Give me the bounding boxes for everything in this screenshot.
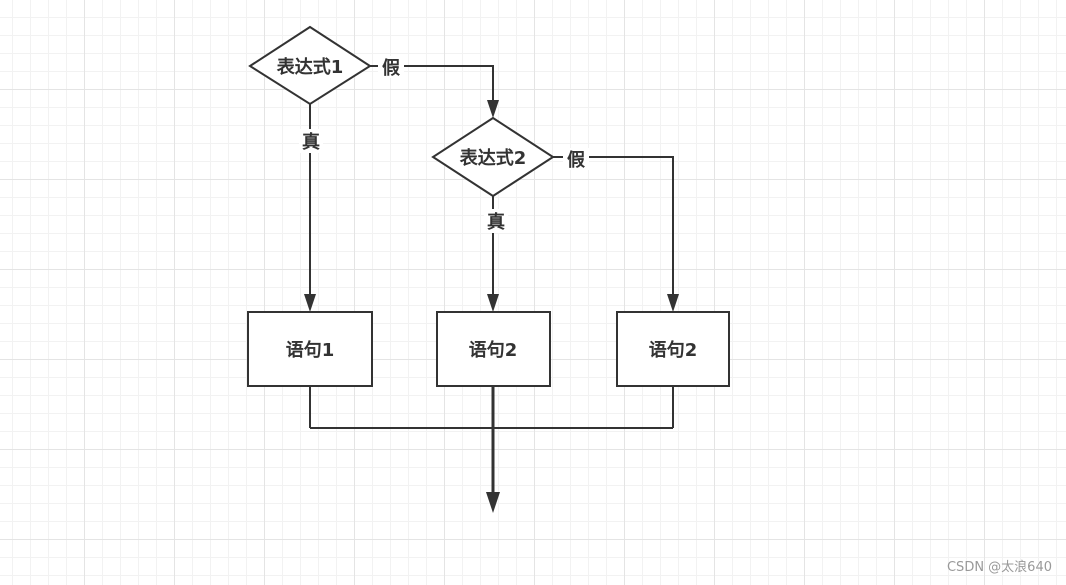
arrowhead-stmt2a [487,294,499,312]
edge-label-expr2-false: 假 [567,149,586,171]
edge-label-expr1-false: 假 [382,57,401,79]
decision-expr1-label: 表达式1 [277,56,344,78]
watermark-text: CSDN @太浪640 [946,560,1052,575]
decision-expr1: 表达式1 [248,25,372,106]
statement-stmt1-label: 语句1 [286,339,335,361]
edge-label-bg [484,209,508,233]
edge-label-expr1-true: 真 [302,131,320,153]
statement-stmt2b-label: 语句2 [649,339,698,361]
edge-label-expr2-true: 真 [487,211,505,233]
arrowhead-stmt1 [304,294,316,312]
edge-label-bg [378,56,404,78]
statement-stmt1: 语句1 [247,311,373,387]
edge-label-bg [563,148,589,170]
statement-stmt2a: 语句2 [436,311,551,387]
decision-expr2-label: 表达式2 [460,147,527,169]
statement-stmt2b: 语句2 [616,311,730,387]
arrowhead-exit [486,492,500,513]
arrowhead-expr2 [487,100,499,118]
edge-expr2-false [553,156,674,296]
arrowhead-stmt2b [667,294,679,312]
edge-expr1-false [370,65,494,102]
decision-expr2: 表达式2 [431,116,555,198]
statement-stmt2a-label: 语句2 [469,339,518,361]
edge-label-bg [299,129,323,153]
